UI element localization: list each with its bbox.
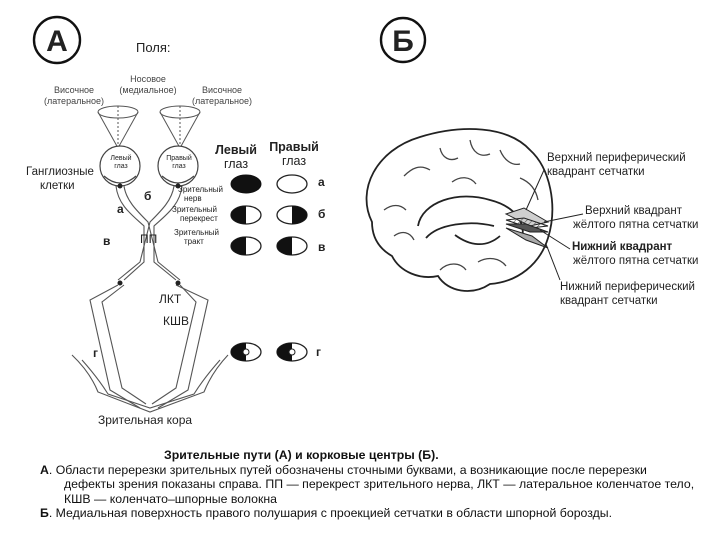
left-eye-heading-1: Левый <box>215 143 257 157</box>
eye-small-right-2: глаз <box>172 163 186 170</box>
label-lower-macula-1: Нижний квадрант <box>572 241 673 253</box>
pp-label: ПП <box>140 232 157 246</box>
panel-a-letter-circle <box>32 15 82 65</box>
caption-paragraph-b: Б. Медиальная поверхность правого полуша… <box>40 506 700 521</box>
field-temporal-left-1: Височное <box>54 85 94 95</box>
retina-node-right <box>175 183 181 189</box>
label-b-cut: б <box>144 189 151 203</box>
panel-a-letter: А <box>46 25 68 58</box>
defect-letter-v: в <box>318 240 325 254</box>
figure-caption: Зрительные пути (А) и корковые центры (Б… <box>40 448 700 521</box>
field-nasal-2: (медиальное) <box>119 85 176 95</box>
label-a-cut: а <box>117 202 124 216</box>
caption-b-prefix: Б <box>40 506 49 521</box>
defect-row-b <box>230 205 308 225</box>
field-nasal-1: Носовое <box>130 74 166 84</box>
defect-row-g <box>230 342 308 362</box>
panel-b-letter-circle <box>379 16 427 64</box>
caption-b-text: . Медиальная поверхность правого полушар… <box>48 506 613 521</box>
panel-a: А Поля: Височное (латеральное) Носовое (… <box>26 15 325 427</box>
field-temporal-left-2: (латеральное) <box>44 96 104 106</box>
eyeballs <box>99 145 199 187</box>
caption-a-prefix: А <box>40 462 49 477</box>
retina-node-left <box>117 183 123 189</box>
label-v-cut: в <box>103 234 110 248</box>
defect-row-v <box>230 236 308 256</box>
lkt-label: ЛКТ <box>159 292 182 306</box>
caption-title: Зрительные пути (А) и корковые центры (Б… <box>164 448 439 462</box>
defect-letter-a: а <box>318 175 325 189</box>
figure-canvas: А Поля: Височное (латеральное) Носовое (… <box>26 15 698 427</box>
chiasm-label-1: Зрительный <box>172 205 217 214</box>
ganglion-label-2: клетки <box>40 180 75 192</box>
defect-letter-b: б <box>318 207 325 221</box>
optic-nerve-label-1: Зрительный <box>178 185 223 194</box>
optic-tract-label-1: Зрительный <box>174 228 219 237</box>
ganglion-label-1: Ганглиозные <box>26 166 94 178</box>
label-lower-peripheral-1: Нижний периферический <box>560 281 695 293</box>
field-temporal-right-2: (латеральное) <box>192 96 252 106</box>
label-g-cut: г <box>93 346 98 360</box>
label-upper-peripheral-2: квадрант сетчатки <box>547 166 645 178</box>
defect-letter-g: г <box>316 345 321 359</box>
panel-b: Б <box>365 16 698 307</box>
label-lower-peripheral-2: квадрант сетчатки <box>560 295 658 307</box>
left-eye-heading-2: глаз <box>224 157 248 171</box>
eye-small-right-1: Правый <box>166 154 192 162</box>
lgn-right-node <box>175 280 181 286</box>
defect-row-a <box>230 174 308 194</box>
eye-small-left-1: Левый <box>110 154 131 162</box>
cortex-label: Зрительная кора <box>98 413 192 427</box>
field-temporal-right-1: Височное <box>202 85 242 95</box>
ksh-label: КШВ <box>163 314 189 328</box>
visual-field-cones <box>97 105 201 149</box>
lgn-left-node <box>117 280 123 286</box>
optic-pathways <box>71 185 229 413</box>
calcarine-projection <box>504 207 550 249</box>
label-lower-macula-2: жёлтого пятна сетчатки <box>573 255 698 267</box>
label-upper-macula-1: Верхний квадрант <box>585 205 683 217</box>
brain-sulci <box>383 139 539 271</box>
fields-title: Поля: <box>136 40 171 55</box>
caption-paragraph-a: А. Области перерезки зрительных путей об… <box>40 463 700 507</box>
chiasm-label-2: перекрест <box>180 214 218 223</box>
optic-tract-label-2: тракт <box>184 237 204 246</box>
eye-small-left-2: глаз <box>114 163 128 170</box>
right-eye-heading-1: Правый <box>269 140 319 154</box>
caption-a-text: . Области перерезки зрительных путей обо… <box>48 462 695 506</box>
optic-nerve-label-2: нерв <box>184 194 202 203</box>
panel-b-letter: Б <box>392 25 414 58</box>
label-upper-macula-2: жёлтого пятна сетчатки <box>573 219 698 231</box>
label-upper-peripheral-1: Верхний периферический <box>547 152 686 164</box>
leader-lines <box>525 169 584 281</box>
right-eye-heading-2: глаз <box>282 154 306 168</box>
